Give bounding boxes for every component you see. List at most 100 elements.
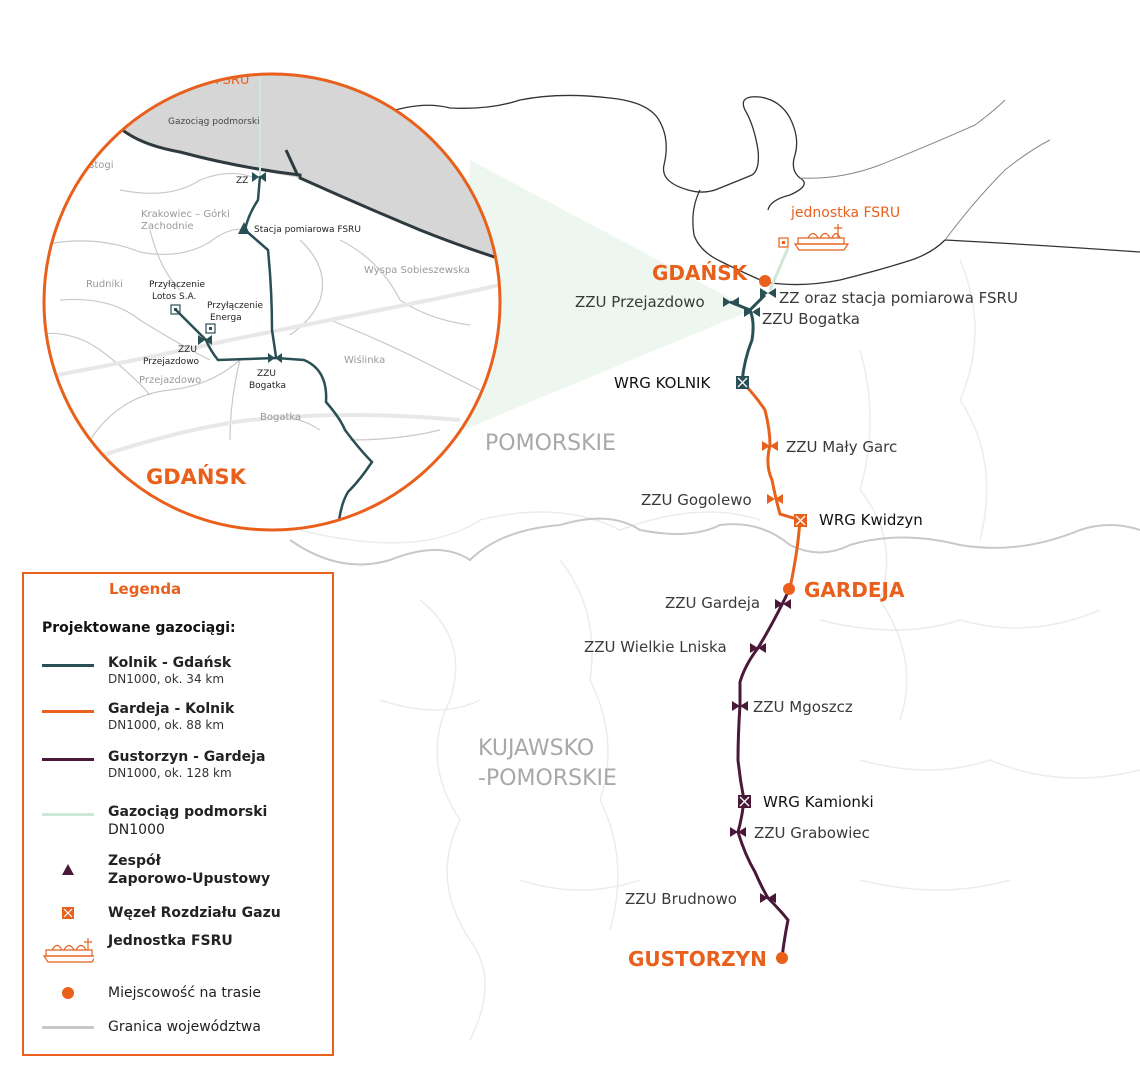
label-zzu-brudnowo: ZZU Brudnowo — [625, 890, 737, 908]
inset-zzu-przejazdowo-label-1: ZZU — [178, 345, 197, 355]
inset-gdansk-label: GDAŃSK — [146, 464, 247, 489]
label-zzu-wielkie-lniska: ZZU Wielkie Lniska — [584, 638, 727, 656]
legend-subtitle: Projektowane gazociągi: — [42, 620, 236, 636]
zz-station-marker — [760, 288, 776, 298]
inset-breakwater — [284, 149, 300, 177]
zzu-przejazdowo-marker — [723, 297, 739, 307]
wrg-square-icon — [62, 907, 74, 919]
wrg-kamionki-marker — [738, 795, 751, 808]
zzu-wielkie-lniska-marker — [750, 643, 766, 653]
inset-zz-marker — [252, 172, 266, 182]
legend-item-name: Kolnik - Gdańsk — [108, 655, 232, 671]
inset-station-label: Stacja pomiarowa FSRU — [254, 225, 361, 235]
inset-stogi-label: Stogi — [88, 160, 114, 171]
inset-rudniki-label: Rudniki — [86, 279, 123, 290]
inset-krakowiec-label-2: Zachodnie — [141, 221, 194, 232]
inset-breakwater-marks: ××× — [256, 43, 271, 52]
label-wrg-kolnik: WRG KOLNIK — [614, 374, 711, 392]
zzu-triangle-icon — [62, 864, 74, 875]
inset-zzu-przejazdowo-label-2: Przejazdowo — [143, 357, 200, 367]
county-borders — [299, 259, 1140, 1041]
inset-roads — [44, 278, 500, 472]
region-kujawsko-line2: -POMORSKIE — [478, 766, 617, 791]
subsea-line-swatch — [42, 813, 94, 816]
zzu-brudnowo-marker — [760, 893, 776, 903]
legend-item-name: Węzeł Rozdziału Gazu — [108, 905, 281, 921]
label-zzu-bogatka: ZZU Bogatka — [762, 310, 860, 328]
legend-item-name: Gazociąg podmorski — [108, 804, 268, 820]
kolnik-gdansk-line-swatch — [42, 664, 94, 667]
region-pomorskie: POMORSKIE — [485, 431, 616, 456]
legend-item-name: Gardeja - Kolnik — [108, 701, 235, 717]
inset-pipeline — [243, 175, 374, 530]
zzu-mgoszcz-marker — [732, 701, 748, 711]
legend-item-detail: DN1000, ok. 88 km — [108, 718, 225, 732]
legend-item-name: Granica województwa — [108, 1019, 261, 1035]
city-gardeja: GARDEJA — [804, 578, 905, 602]
label-zzu-mgoszcz: ZZU Mgoszcz — [753, 698, 853, 716]
inset-wislinka-label: Wiślinka — [344, 354, 385, 366]
legend-item-name: Jednostka FSRU — [108, 933, 233, 949]
label-zzu-maly-garc: ZZU Mały Garc — [786, 438, 897, 456]
inset-fsru-station-icon — [255, 52, 263, 60]
fsru-station-icon — [778, 237, 789, 248]
fsru-ship-icon — [793, 224, 850, 251]
label-zz-station: ZZ oraz stacja pomiarowa FSRU — [779, 289, 1018, 307]
wrg-kwidzyn-marker — [794, 514, 807, 527]
legend-item-name: Miejscowość na trasie — [108, 985, 262, 1001]
legend: Legenda Projektowane gazociągi: Kolnik -… — [22, 572, 334, 1056]
border-line-swatch — [42, 1026, 94, 1029]
pipeline-gustorzyn-gardeja — [736, 587, 792, 959]
coastline-gulf — [692, 189, 1140, 286]
voivodeship-border — [289, 517, 1140, 566]
subsea-pipeline — [768, 247, 790, 291]
legend-item-detail: DN1000, ok. 34 km — [108, 672, 225, 686]
inset-lotos-label-1: Przyłączenie — [149, 280, 206, 290]
pipeline-gardeja-kolnik — [740, 380, 802, 589]
city-gustorzyn: GUSTORZYN — [628, 947, 767, 971]
hel-peninsula — [799, 99, 1006, 179]
gustorzyn-dot — [776, 952, 788, 964]
inset-breakwater-marks-2: ×× — [264, 53, 274, 62]
legend-item-detail: DN1000, ok. 128 km — [108, 766, 232, 780]
gdansk-inset: ××× ×× × jednostka FSRU Falochron Gazoci… — [42, 43, 502, 532]
inset-fsru-ship-icon — [208, 44, 252, 66]
legend-title: Legenda — [109, 580, 182, 598]
gardeja-kolnik-line-swatch — [42, 710, 94, 713]
inset-breakwater-marks-3: × — [266, 61, 271, 70]
city-dot-icon — [62, 987, 74, 999]
inset-lotos-label-2: Lotos S.A. — [152, 292, 196, 302]
label-zzu-przejazdowo: ZZU Przejazdowo — [575, 293, 705, 311]
label-zzu-grabowiec: ZZU Grabowiec — [754, 824, 870, 842]
inset-zzu-przejazdowo-marker — [198, 335, 212, 345]
fsru-ship-icon — [42, 938, 94, 963]
vistula-spit — [944, 139, 1051, 241]
inset-coastline — [94, 84, 500, 267]
inset-station-marker — [238, 222, 250, 234]
inset-wyspa-label: Wyspa Sobieszewska — [364, 265, 470, 276]
inset-energa-label-2: Energa — [210, 313, 242, 323]
gustorzyn-gardeja-line-swatch — [42, 758, 94, 761]
legend-item-detail: DN1000 — [108, 822, 165, 838]
inset-lotos-connection-icon — [170, 304, 181, 315]
coastline — [379, 94, 805, 211]
gardeja-dot — [783, 583, 795, 595]
inset-zzu-bogatka-label-2: Bogatka — [249, 381, 286, 391]
inset-districts — [44, 172, 481, 441]
inset-zzu-bogatka-marker — [268, 353, 282, 363]
inset-energa-label-1: Przyłączenie — [207, 301, 264, 311]
zzu-gogolewo-marker — [767, 494, 783, 504]
inset-zz-label: ZZ — [236, 176, 248, 186]
inset-krakowiec-label-1: Krakowiec – Górki — [141, 208, 230, 220]
inset-zzu-bogatka-label-1: ZZU — [257, 369, 276, 379]
label-wrg-kamionki: WRG Kamionki — [763, 793, 874, 811]
inset-przejazdowo-label: Przejazdowo — [139, 375, 201, 386]
label-zzu-gogolewo: ZZU Gogolewo — [641, 491, 752, 509]
inset-energa-connection-icon — [205, 323, 216, 334]
zzu-grabowiec-marker — [730, 827, 746, 837]
wrg-kolnik-marker — [736, 376, 749, 389]
label-wrg-kwidzyn: WRG Kwidzyn — [819, 511, 923, 529]
zoom-wedge — [458, 160, 752, 432]
city-gdansk: GDAŃSK — [652, 261, 749, 285]
